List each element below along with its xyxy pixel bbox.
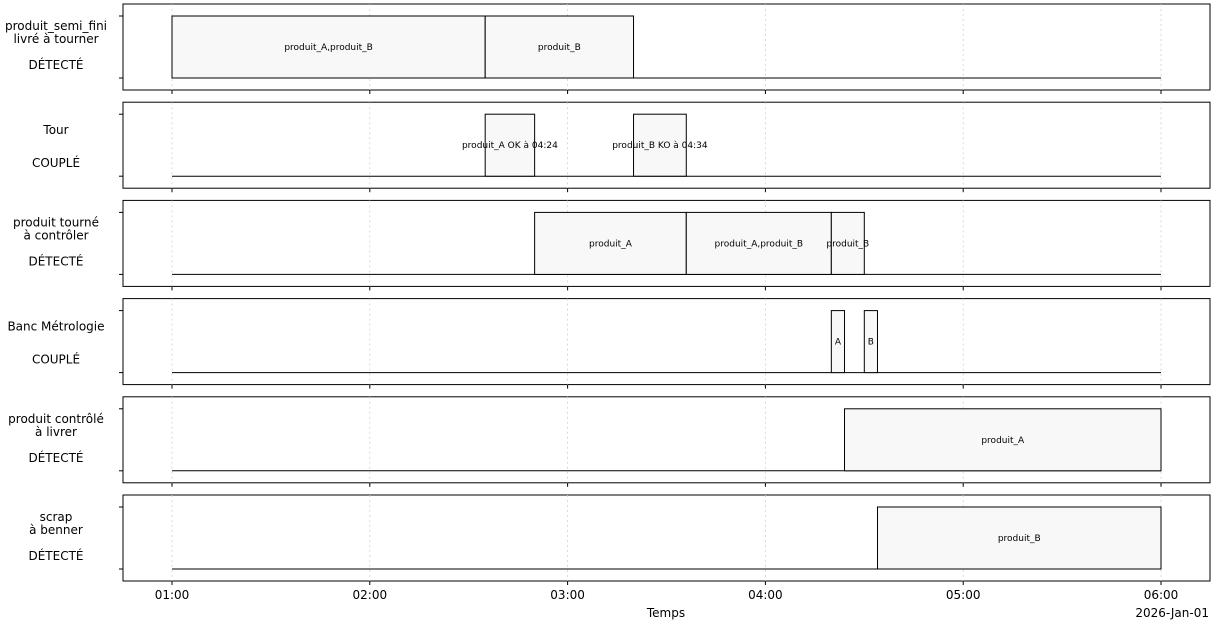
segment-box: [876, 506, 1162, 570]
segment-box: [830, 211, 865, 275]
segment-label: produit_A: [981, 436, 1025, 446]
x-axis: Temps 2026-Jan-01 01:00 02:00 03:00 04:00 05…: [155, 588, 1209, 620]
segment-box: [484, 15, 635, 79]
segment-label: produit_A,produit_B: [284, 43, 373, 53]
segment-box: [844, 408, 1162, 472]
date-label: 2026-Jan-01: [1135, 606, 1209, 620]
segment-label: produit_B: [998, 534, 1041, 544]
segment-box: [484, 113, 536, 177]
x-tick-label: 05:00: [946, 588, 981, 602]
segment-box: [171, 15, 486, 79]
segment-label: produit_B: [826, 239, 869, 249]
lane-frame: [122, 199, 1211, 287]
lane-state-label: DÉTECTÉ: [28, 253, 83, 268]
lane-title-line: Tour: [42, 123, 68, 137]
x-tick-label: 02:00: [353, 588, 388, 602]
lane-title-line: Banc Métrologie: [7, 320, 104, 334]
lane-title-line: produit contrôlé: [8, 412, 104, 426]
segment-box: [863, 310, 878, 374]
lane-state-label: DÉTECTÉ: [28, 548, 83, 563]
segment-box: [830, 310, 846, 374]
lane-title-line: scrap: [40, 510, 73, 524]
segment-label: produit_A: [589, 239, 633, 249]
lane-semi-fini: produit_A,produit_B produit_B produit_semi…: [5, 3, 1211, 94]
lane-frame: [122, 101, 1211, 189]
x-tick-label: 01:00: [155, 588, 190, 602]
segment-label: B: [868, 338, 874, 348]
segment-label: A: [835, 338, 842, 348]
segment-box: [534, 211, 687, 275]
x-axis-label: Temps: [646, 606, 685, 620]
segment-label: produit_A,produit_B: [715, 239, 804, 249]
lane-state-label: COUPLÉ: [32, 352, 80, 367]
lane-title-line: à contrôler: [23, 228, 88, 242]
x-tick-label: 04:00: [748, 588, 783, 602]
x-tick-label: 06:00: [1144, 588, 1179, 602]
lane-title-line: livré à tourner: [13, 32, 98, 46]
segment-label: produit_A OK à 04:24: [462, 141, 558, 151]
lane-frame: [122, 3, 1211, 91]
lane-title-line: à livrer: [35, 425, 77, 439]
lane-frame: [122, 298, 1211, 386]
lane-title-line: produit tourné: [13, 215, 99, 229]
lane-state-label: COUPLÉ: [32, 155, 80, 170]
lane-frame: [122, 494, 1211, 582]
segment-label: produit_B KO à 04:34: [612, 141, 708, 151]
lane-frame: [122, 396, 1211, 484]
lane-state-label: DÉTECTÉ: [28, 57, 83, 72]
segment-label: produit_B: [538, 43, 581, 53]
lane-tourne-a-controler: produit_A produit_A,produit_B produit_B pro…: [13, 199, 1211, 291]
lane-title-line: produit_semi_fini: [5, 19, 107, 33]
segment-box: [685, 211, 832, 275]
lanes-layer: produit_A,produit_B produit_B produit_semi…: [5, 3, 1211, 585]
segment-box: [633, 113, 687, 177]
lane-tour: produit_A OK à 04:24 produit_B KO à 04:34…: [32, 101, 1211, 193]
x-tick-label: 03:00: [550, 588, 585, 602]
lane-state-label: DÉTECTÉ: [28, 450, 83, 465]
lane-title-line: à benner: [29, 523, 83, 537]
